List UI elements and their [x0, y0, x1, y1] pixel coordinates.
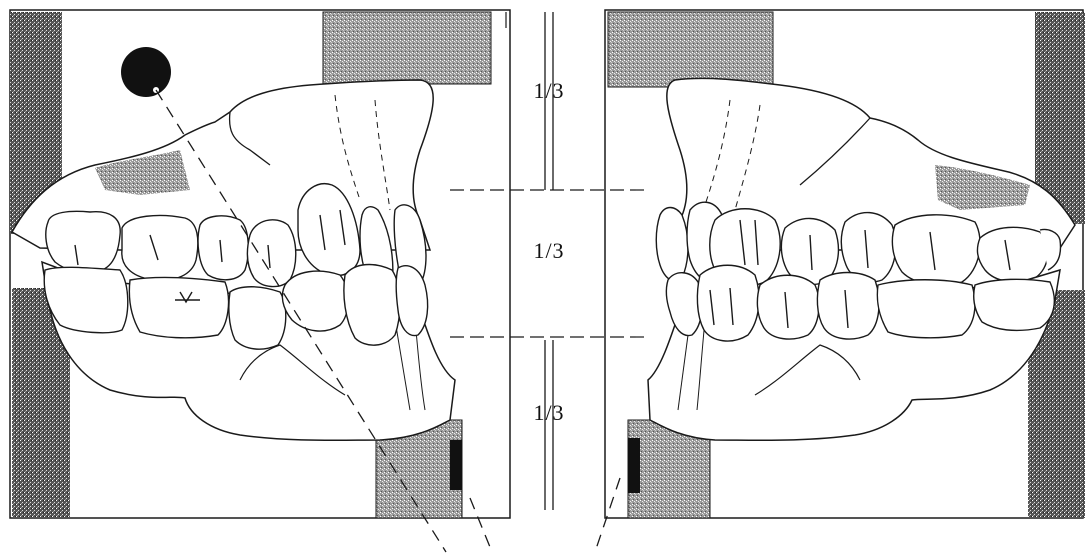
right-guide-line — [595, 478, 620, 552]
right-lower-mount-dark — [628, 438, 640, 493]
left-lower-mount-dark — [450, 440, 462, 490]
right-upper-mount-block — [608, 12, 773, 87]
middle-third-label: 1/3 — [509, 238, 589, 264]
left-panel — [10, 10, 510, 552]
lower-third-label: 1/3 — [509, 400, 589, 426]
reference-point-marker — [121, 47, 171, 97]
upper-third-label: 1/3 — [509, 78, 589, 104]
left-upper-mount-block — [323, 12, 491, 84]
center-guide-line — [470, 498, 492, 552]
